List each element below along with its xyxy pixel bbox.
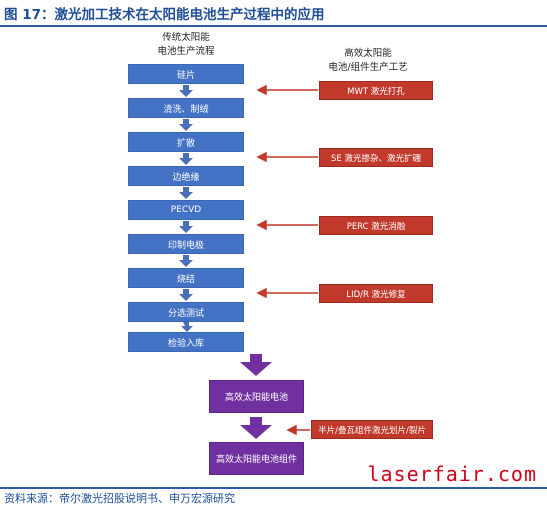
- laser-lid-repair: LID/R 激光修复: [319, 284, 433, 303]
- down-arrow-icon: [179, 221, 193, 233]
- down-arrow-icon: [179, 255, 193, 267]
- process-step-sorting: 分选测试: [128, 302, 244, 322]
- header-line: 高效太阳能: [344, 48, 392, 59]
- traditional-process-header: 传统太阳能 电池生产流程: [140, 31, 232, 59]
- big-down-arrow-icon: [240, 417, 272, 439]
- process-step-wafer: 硅片: [128, 64, 244, 84]
- source-note: 资料来源：帝尔激光招股说明书、申万宏源研究: [4, 492, 235, 505]
- process-step-texturing: 清洗、制绒: [128, 98, 244, 118]
- process-step-storage: 检验入库: [128, 332, 244, 352]
- watermark-text: laserfair.com: [367, 462, 537, 486]
- laser-module-scribing: 半片/叠瓦组件激光划片/裂片: [311, 420, 433, 439]
- process-step-edge-isolation: 边绝缘: [128, 166, 244, 186]
- down-arrow-icon: [179, 85, 193, 97]
- laser-mwt-drilling: MWT 激光打孔: [319, 81, 433, 100]
- efficient-process-header: 高效太阳能 电池/组件生产工艺: [318, 47, 418, 75]
- down-arrow-icon: [179, 187, 193, 199]
- process-step-pecvd: PECVD: [128, 200, 244, 220]
- process-step-printing: 印制电极: [128, 234, 244, 254]
- laser-se-doping: SE 激光掺杂、激光扩硼: [319, 148, 433, 167]
- title-divider: [0, 25, 547, 27]
- down-arrow-icon: [179, 289, 193, 301]
- header-line: 电池生产流程: [157, 46, 215, 57]
- footer-divider: [0, 487, 547, 489]
- down-arrow-icon: [179, 119, 193, 131]
- down-arrow-icon: [181, 322, 193, 332]
- big-down-arrow-icon: [240, 354, 272, 376]
- header-line: 传统太阳能: [162, 32, 210, 43]
- process-step-sintering: 烧结: [128, 268, 244, 288]
- high-efficiency-cell: 高效太阳能电池: [209, 380, 304, 413]
- header-line: 电池/组件生产工艺: [328, 62, 408, 73]
- down-arrow-icon: [179, 153, 193, 165]
- laser-perc-ablation: PERC 激光消融: [319, 216, 433, 235]
- process-step-diffusion: 扩散: [128, 132, 244, 152]
- figure-title: 图 17：激光加工技术在太阳能电池生产过程中的应用: [4, 7, 325, 23]
- high-efficiency-module: 高效太阳能电池组件: [209, 442, 304, 475]
